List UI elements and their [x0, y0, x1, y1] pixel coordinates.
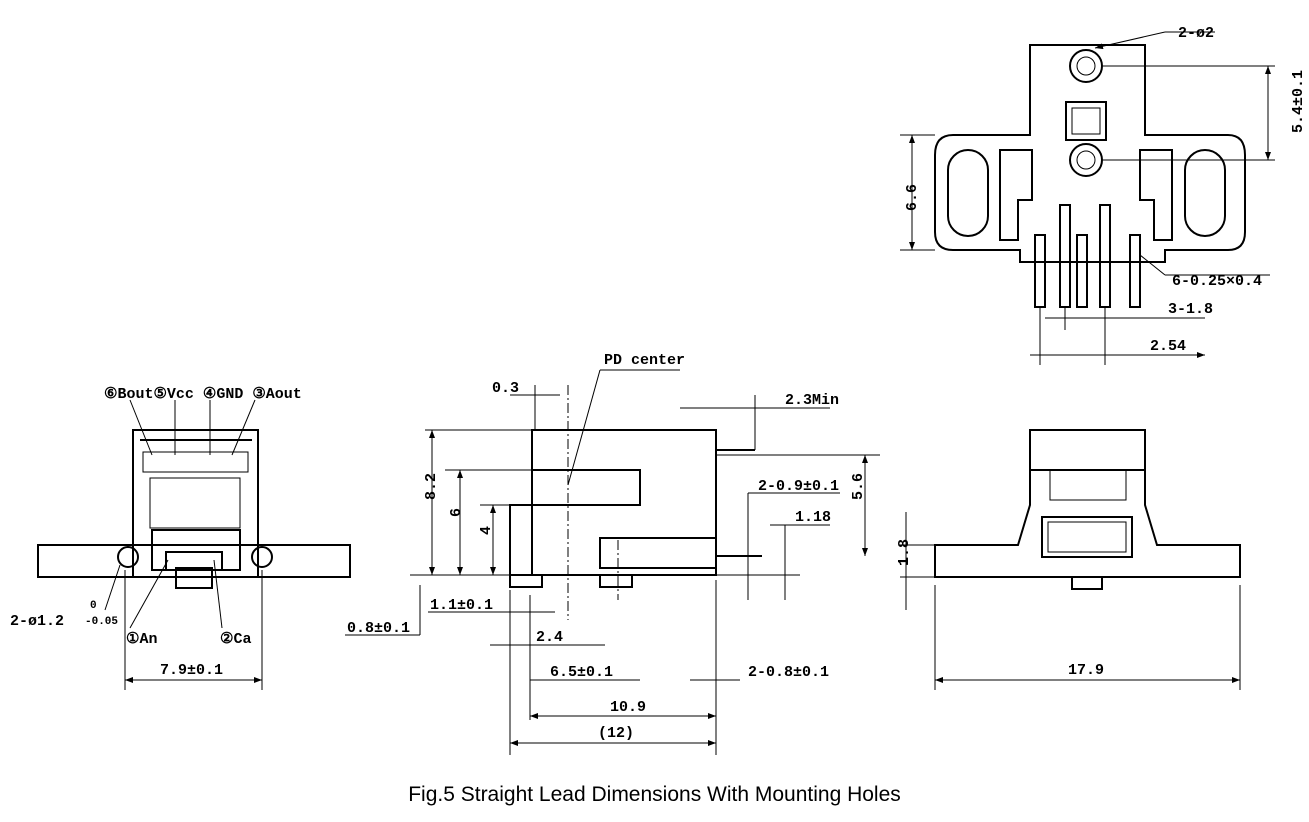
- pin-labels-top: ⑥Bout⑤Vcc ④GND ③Aout: [104, 386, 302, 403]
- holes-dimension: 2-ø2: [1178, 25, 1214, 42]
- pd-center-label: PD center: [604, 352, 685, 369]
- dim-2-0-9: 2-0.9±0.1: [758, 478, 839, 495]
- dim-6-5: 6.5±0.1: [550, 664, 613, 681]
- front-view: ⑥Bout⑤Vcc ④GND ③Aout 2-ø1.2 0 -0.05 ①An …: [10, 386, 351, 690]
- front-width-dimension: 7.9±0.1: [160, 662, 223, 679]
- dim-2-4: 2.4: [536, 629, 563, 646]
- dim-1-18: 1.18: [795, 509, 831, 526]
- dim-4: 4: [478, 526, 495, 535]
- dim-2-3min: 2.3Min: [785, 392, 839, 409]
- pitch-dimension: 2.54: [1150, 338, 1186, 355]
- side-view: PD center 0.3 2.3Min 8.2 6 4 5.6 2-0.9±0…: [345, 352, 880, 755]
- pin-size-dimension: 6-0.25×0.4: [1172, 273, 1262, 290]
- hole-spacing-dimension: 5.4±0.1: [1290, 70, 1307, 133]
- top-view: 2-ø2 5.4±0.1 6.6 6-0.25×0.4 3-1.8 2.54: [900, 25, 1307, 365]
- body-height-dimension: 6.6: [904, 184, 921, 211]
- pin-spacing-dimension: 3-1.8: [1168, 301, 1213, 318]
- dim-10-9: 10.9: [610, 699, 646, 716]
- dim-12: (12): [598, 725, 634, 742]
- rear-view: 1.8 17.9: [896, 429, 1241, 690]
- rear-height-dimension: 1.8: [896, 539, 913, 566]
- dim-8-2: 8.2: [423, 473, 440, 500]
- dim-1-1: 1.1±0.1: [430, 597, 493, 614]
- dim-2-0-8: 2-0.8±0.1: [748, 664, 829, 681]
- dim-0-3: 0.3: [492, 380, 519, 397]
- pin-an-label: ①An: [126, 631, 157, 648]
- pin-ca-label: ②Ca: [220, 631, 251, 648]
- mount-hole-lower-tolerance: -0.05: [85, 616, 118, 628]
- mount-hole-upper-tolerance: 0: [90, 600, 97, 612]
- rear-width-dimension: 17.9: [1068, 662, 1104, 679]
- figure-caption: Fig.5 Straight Lead Dimensions With Moun…: [408, 783, 901, 806]
- dim-6: 6: [448, 508, 465, 517]
- mount-hole-dimension: 2-ø1.2: [10, 613, 64, 630]
- dim-0-8: 0.8±0.1: [347, 620, 410, 637]
- dim-5-6: 5.6: [850, 473, 867, 500]
